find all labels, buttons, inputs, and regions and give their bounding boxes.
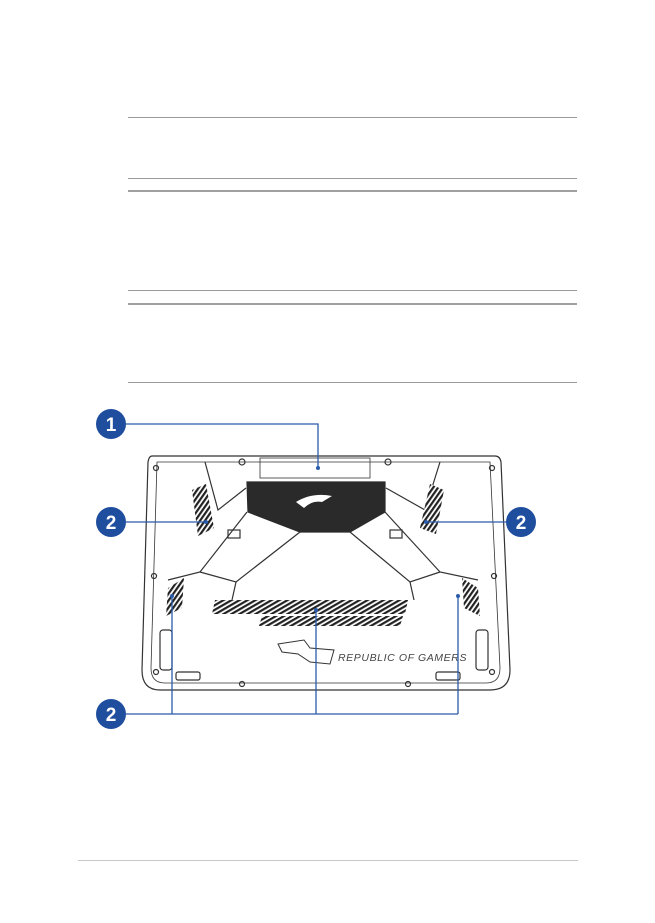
brand-text: REPUBLIC OF GAMERS xyxy=(338,652,467,664)
note-box-2-top-rule xyxy=(128,190,577,192)
callout-2-bottom-label: 2 xyxy=(106,705,117,726)
note-box-3-bottom-rule xyxy=(128,382,577,383)
laptop-chassis xyxy=(141,455,511,691)
callout-2-left-badge: 2 xyxy=(96,507,126,537)
note-box-2-bottom-rule xyxy=(128,290,577,291)
note-box-1-top-rule xyxy=(128,117,577,118)
callout-lines xyxy=(126,423,506,715)
laptop-bottom-figure: REPUBLIC OF GAMERS 1 2 2 2 xyxy=(96,409,536,729)
callout-1-badge: 1 xyxy=(96,409,126,439)
footer-rule xyxy=(78,860,578,861)
callout-1-label: 1 xyxy=(106,415,117,436)
callout-2-bottom-badge: 2 xyxy=(96,699,126,729)
rog-emblem xyxy=(277,639,335,665)
callout-2-left-label: 2 xyxy=(106,513,117,534)
note-box-1-bottom-rule xyxy=(128,178,577,179)
callout-2-right-label: 2 xyxy=(516,513,527,534)
callout-endpoints xyxy=(170,466,460,612)
note-box-3-top-rule xyxy=(128,303,577,305)
callout-2-right-badge: 2 xyxy=(506,507,536,537)
